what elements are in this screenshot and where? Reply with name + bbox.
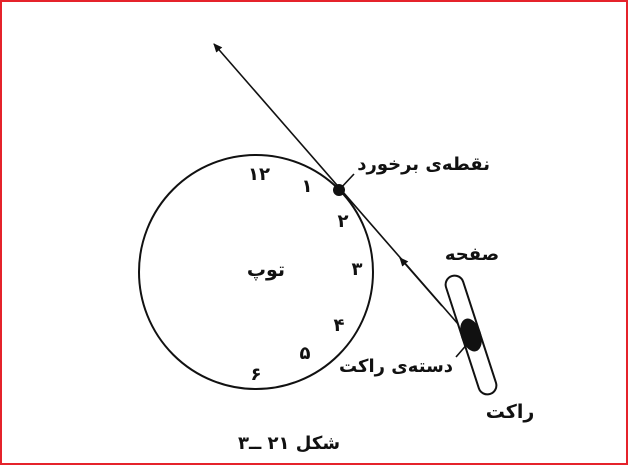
clock-number-4: ۴ (334, 315, 345, 336)
racket-handle-grip (460, 318, 482, 352)
clock-number-6: ۶ (251, 364, 262, 385)
racket-label: راکت (486, 401, 535, 423)
clock-number-5: ۵ (300, 343, 311, 364)
mid-arrow (399, 257, 443, 307)
clock-number-2: ۲ (338, 211, 349, 232)
clock-number-3: ۳ (352, 259, 363, 280)
handle-leader-line (455, 341, 470, 358)
clock-number-1: ۱ (302, 176, 313, 197)
handle-label: دسته‌ی راکت (339, 356, 453, 377)
clock-number-12: ۱۲ (248, 164, 270, 185)
impact-leader-line (338, 173, 355, 191)
impact-point-label: نقطه‌ی برخورد (357, 154, 490, 175)
ball-circle (138, 154, 374, 390)
figure-caption: شکل ۲۱ ــ۳ (238, 433, 340, 454)
racket-shape (444, 274, 498, 396)
ball-label: توپ (247, 259, 285, 281)
face-label: صفحه (445, 244, 499, 265)
